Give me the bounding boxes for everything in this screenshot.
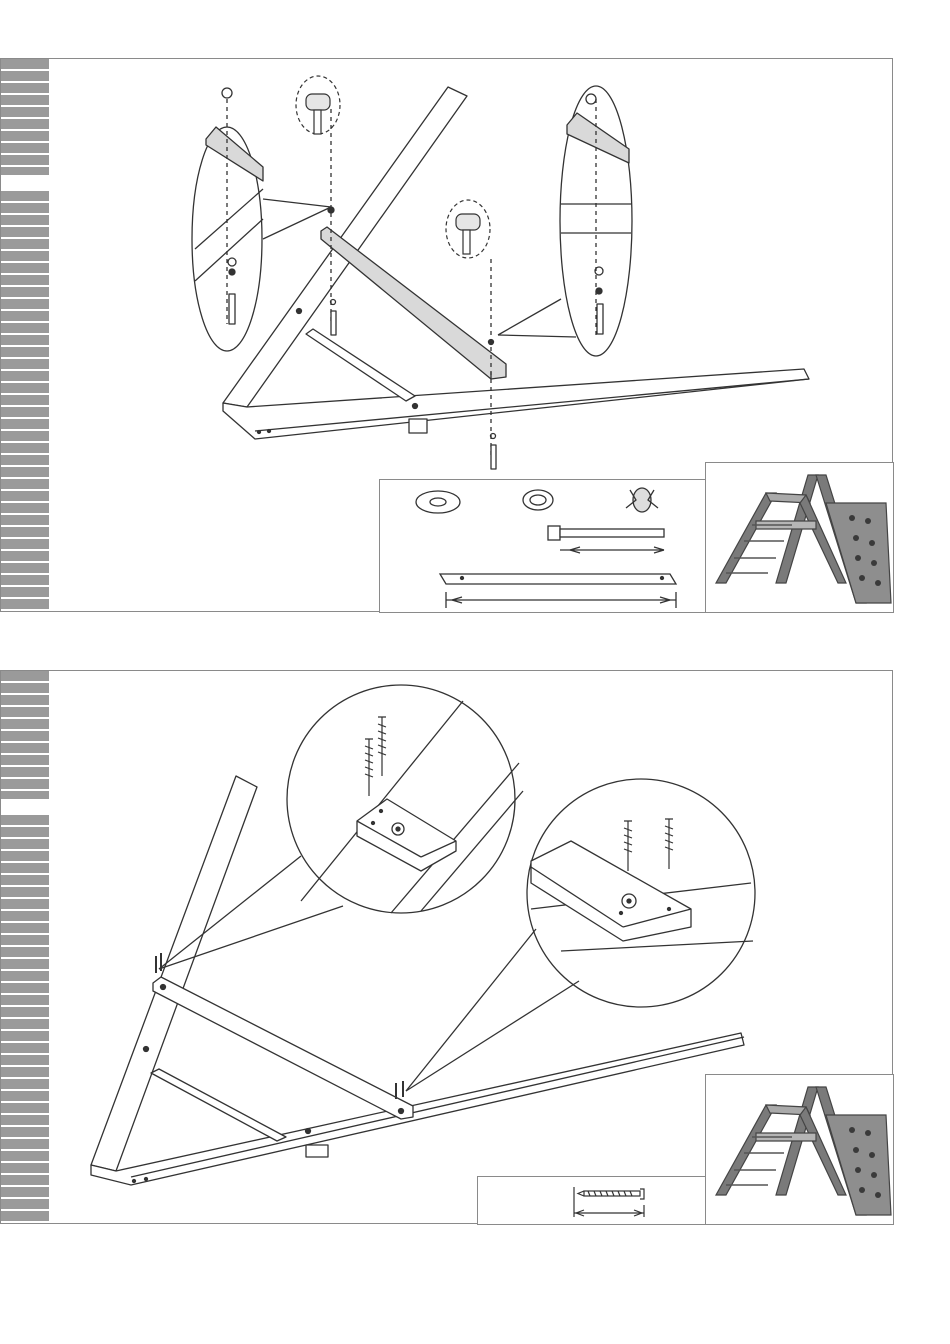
washer-icon: [416, 491, 460, 513]
bolt-icon: [548, 526, 664, 553]
screw-icon: [478, 1177, 708, 1226]
hammer-icon: [446, 200, 490, 258]
assembly-step-panel-1: [0, 58, 893, 612]
spring-washer-icon: [523, 490, 553, 510]
product-preview-1: [705, 462, 894, 613]
hardware-legend-1: [379, 479, 709, 613]
hardware-legend-2: [477, 1176, 707, 1225]
assembly-step-panel-2: [0, 670, 893, 1224]
hammer-icon: [296, 76, 340, 134]
climbing-frame-preview: [706, 463, 895, 614]
t-nut-icon: [626, 488, 658, 512]
climbing-frame-preview: [706, 1075, 895, 1226]
product-preview-2: [705, 1074, 894, 1225]
beam-part-icon: [440, 574, 676, 608]
